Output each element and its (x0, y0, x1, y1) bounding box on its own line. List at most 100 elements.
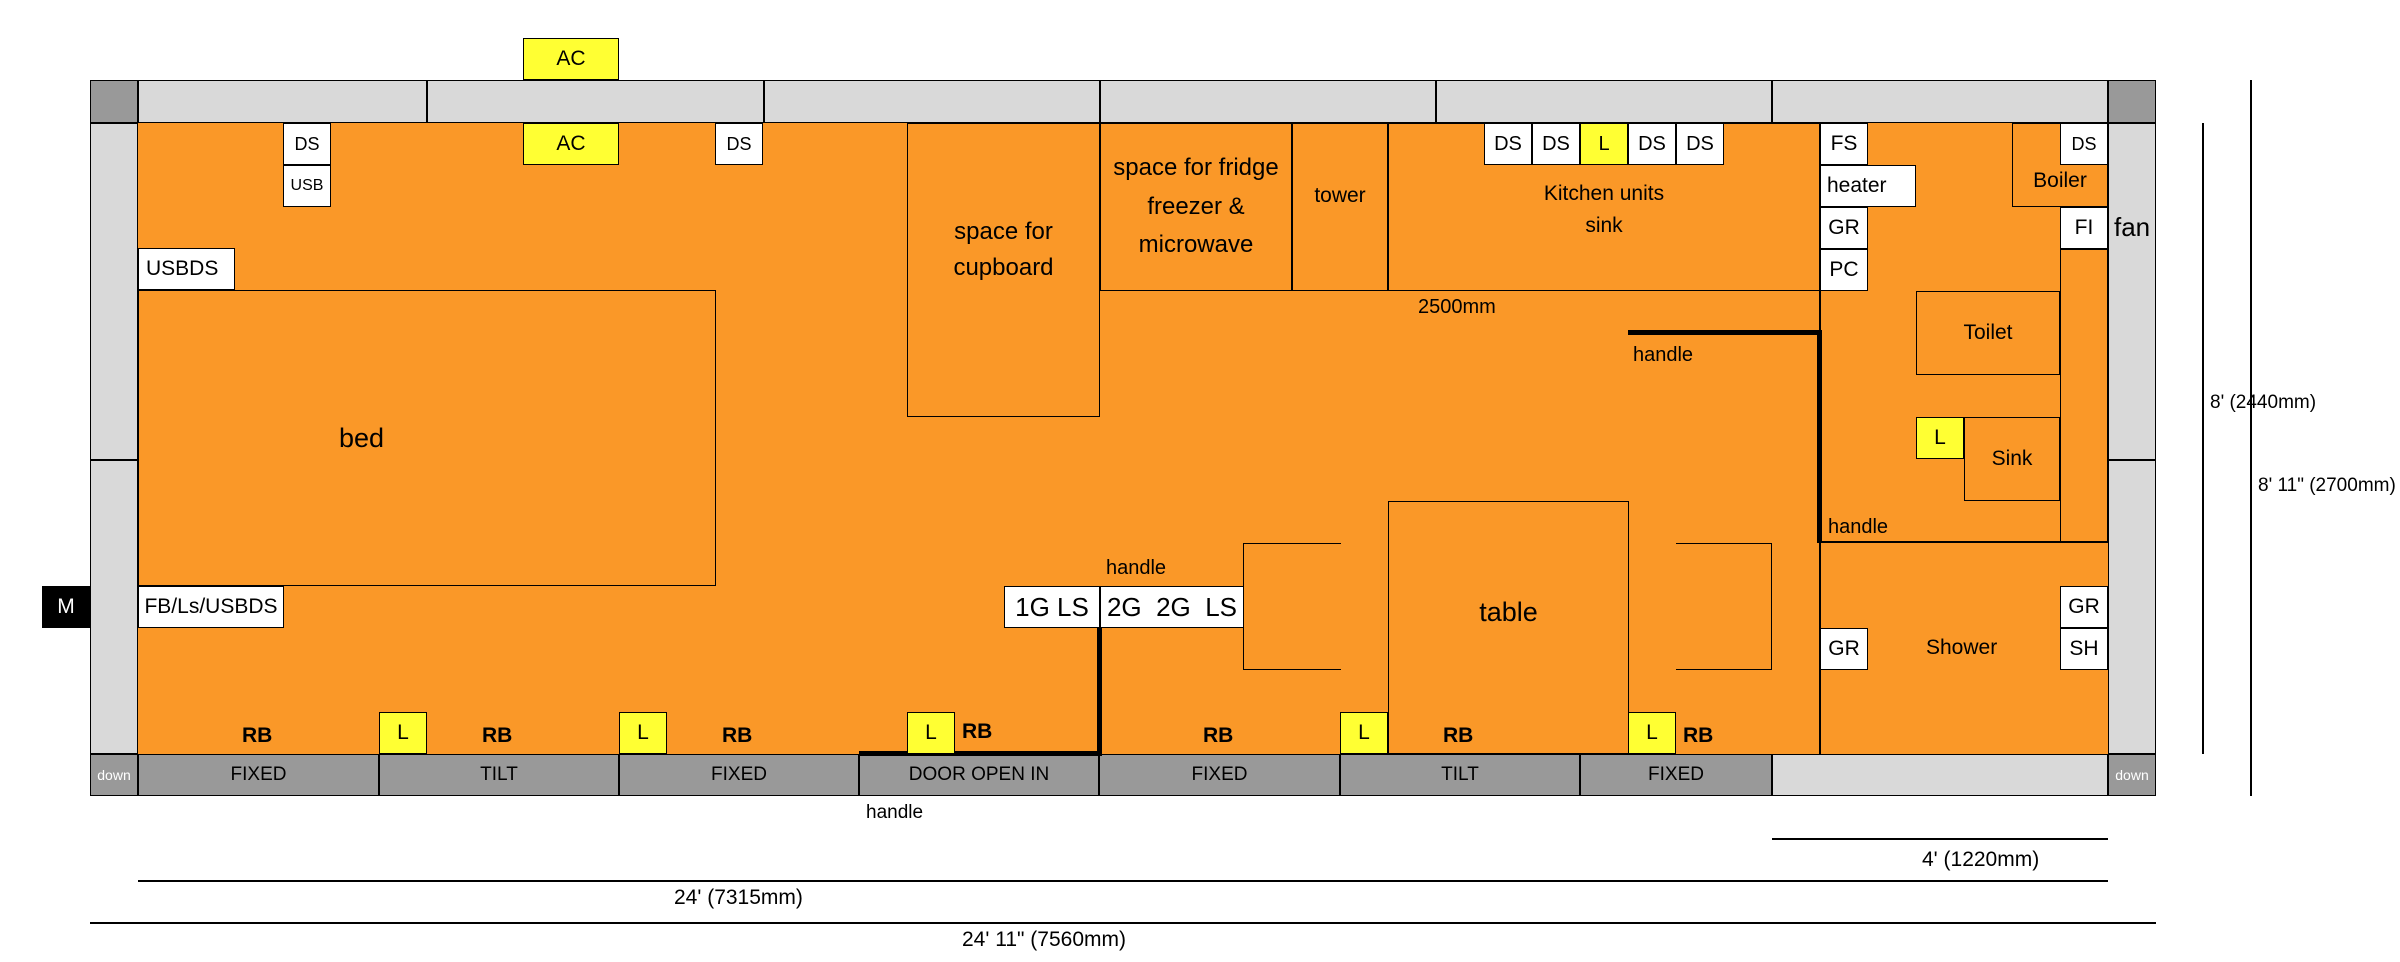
meter-box: M (42, 586, 90, 628)
heater: heater (1820, 165, 1916, 207)
grab-rail: GR (1820, 207, 1868, 249)
window-fixed: FIXED (619, 754, 859, 796)
handle-label: handle (1633, 344, 1694, 366)
grab-rail: GR (1820, 628, 1868, 670)
shower-screen (2060, 249, 2108, 543)
left-wall-upper (90, 123, 138, 460)
light-fitting: L (619, 712, 667, 754)
dimension-2500mm: 2500mm (1418, 296, 1496, 318)
light-fitting: L (1628, 712, 1676, 754)
cupboard-space: space for cupboard (907, 123, 1100, 417)
dimension-line-8ft (2202, 123, 2204, 754)
fan-isolator: FI (2060, 207, 2108, 249)
toilet: Toilet (1916, 291, 2060, 375)
bottom-wall-bathroom (1772, 754, 2108, 796)
fridge-label-2: freezer & (1147, 192, 1245, 220)
top-wall-left-corner (90, 80, 138, 123)
pull-cord: PC (1820, 249, 1868, 291)
shower-head: SH (2060, 628, 2108, 670)
kitchen-units-label: Kitchen units (1543, 182, 1665, 205)
fridge-label-1: space for fridge (1113, 154, 1279, 182)
bathroom-door (1628, 330, 1821, 335)
tower-unit: tower (1292, 123, 1388, 291)
window-tilt: TILT (1340, 754, 1580, 796)
sink-label: sink (1585, 213, 1623, 237)
double-socket: DS (283, 123, 331, 165)
dimension-8ft-11in: 8' 11" (2700mm) (2258, 475, 2396, 496)
dimension-8ft: 8' (2440mm) (2210, 392, 2317, 413)
dimension-24ft: 24' (7315mm) (674, 886, 803, 909)
ac-unit-outside: AC (523, 38, 619, 80)
handle-label: handle (1828, 516, 1889, 538)
radiator: RB (242, 724, 273, 747)
top-wall-panel (427, 80, 764, 123)
radiator: RB (722, 724, 753, 747)
dimension-4ft: 4' (1220mm) (1922, 848, 2040, 871)
wash-basin: Sink (1964, 417, 2060, 501)
light-fitting: L (1580, 123, 1628, 165)
top-wall-panel (764, 80, 1100, 123)
light-fitting: L (379, 712, 427, 754)
dimension-line-24ft-11in (90, 922, 2156, 924)
fridge-label-3: microwave (1138, 231, 1254, 259)
ac-unit-inside: AC (523, 123, 619, 165)
top-wall-panel (1436, 80, 1772, 123)
usb-socket: USB (283, 165, 331, 207)
light-fitting: L (907, 712, 955, 754)
right-wall-upper (2108, 123, 2156, 460)
light-switch-2-gang: 2G 2G LS (1100, 586, 1244, 628)
bench-right (1676, 543, 1772, 670)
entrance-door (859, 751, 1102, 756)
radiator: RB (1203, 724, 1234, 747)
dimension-line-4ft (1772, 838, 2108, 840)
double-socket: DS (1676, 123, 1724, 165)
radiator: RB (962, 720, 993, 743)
bathroom-divider (1819, 541, 2108, 543)
cupboard-label-1: space for (954, 218, 1053, 245)
grab-rail: GR (2060, 586, 2108, 628)
fused-spur: FS (1820, 123, 1868, 165)
right-wall-lower (2108, 460, 2156, 754)
left-wall-lower (90, 460, 138, 754)
bathroom-door-leaf (1817, 330, 1822, 543)
light-fitting: L (1916, 417, 1964, 459)
handle-label: handle (1106, 557, 1167, 579)
window-fixed: FIXED (1580, 754, 1772, 796)
fb-ls-usbds-panel: FB/Ls/USBDS (138, 586, 284, 628)
double-socket: DS (1484, 123, 1532, 165)
cupboard-label-2: cupboard (953, 254, 1054, 281)
dimension-line-24ft (138, 880, 2108, 882)
floor-area (138, 123, 2108, 754)
window-tilt: TILT (379, 754, 619, 796)
light-fitting: L (1340, 712, 1388, 754)
double-socket: DS (2060, 123, 2108, 165)
bed: bed (138, 290, 716, 586)
window-fixed: FIXED (1099, 754, 1340, 796)
top-wall-right-corner (2108, 80, 2156, 123)
radiator: RB (482, 724, 513, 747)
down-pipe-left: down (90, 754, 138, 796)
fridge-freezer-space: space for fridge freezer & microwave (1100, 123, 1292, 291)
dimension-24ft-11in: 24' 11" (7560mm) (962, 928, 1126, 951)
bench-left (1243, 543, 1341, 670)
radiator: RB (1443, 724, 1474, 747)
double-socket: DS (1532, 123, 1580, 165)
extractor-fan: fan (2114, 212, 2151, 242)
usb-double-socket: USBDS (138, 248, 235, 290)
down-pipe-right: down (2108, 754, 2156, 796)
top-wall-panel (138, 80, 427, 123)
handle-label: handle (866, 802, 924, 823)
entrance-door-leaf (1097, 628, 1102, 754)
top-wall-panel (1772, 80, 2108, 123)
double-socket: DS (1628, 123, 1676, 165)
top-wall-panel (1100, 80, 1436, 123)
window-fixed: FIXED (138, 754, 379, 796)
light-switch-1-gang: 1G LS (1004, 586, 1100, 628)
shower: Shower (1926, 636, 1998, 659)
double-socket: DS (715, 123, 763, 165)
dimension-line-8ft-11in (2250, 80, 2252, 796)
table: table (1388, 501, 1629, 754)
radiator: RB (1683, 724, 1714, 747)
door-open-in: DOOR OPEN IN (859, 754, 1099, 796)
